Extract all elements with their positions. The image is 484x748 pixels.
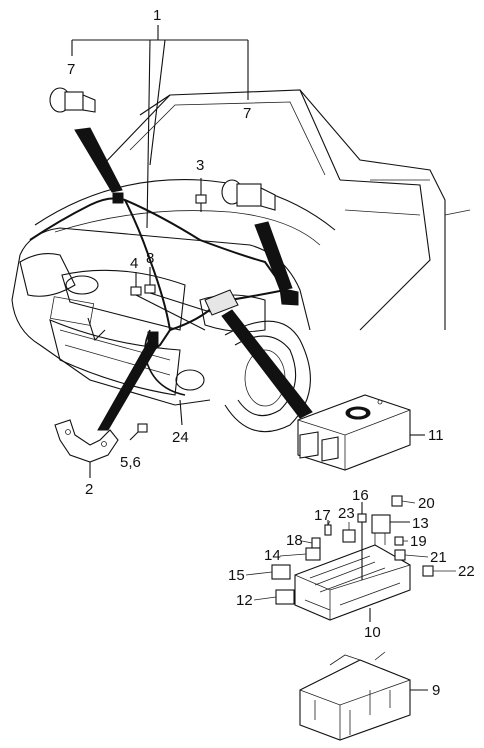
callout-20: 20 <box>418 495 435 512</box>
callout-21: 21 <box>430 549 447 566</box>
callout-16: 16 <box>352 487 369 504</box>
callout-7-right: 7 <box>243 105 251 122</box>
callout-3: 3 <box>196 157 204 174</box>
bolt-3 <box>195 178 207 212</box>
callout-22: 22 <box>458 563 475 580</box>
relay-22 <box>422 565 434 577</box>
relay-23 <box>342 529 356 543</box>
relay-20 <box>391 495 403 507</box>
callout-18: 18 <box>286 532 303 549</box>
callout-7-left: 7 <box>67 61 75 78</box>
bolt-5-6 <box>129 423 148 441</box>
bolt-4 <box>130 272 206 331</box>
relay-15 <box>271 564 291 580</box>
bolt-8 <box>144 267 211 313</box>
bracket-2 <box>54 419 119 478</box>
callout-13: 13 <box>412 515 429 532</box>
callout-17: 17 <box>314 507 331 524</box>
fuse-19 <box>394 536 404 546</box>
callout-2: 2 <box>85 481 93 498</box>
callout-5-6: 5,6 <box>120 454 141 471</box>
callout-11: 11 <box>428 427 444 444</box>
wiring-harness-main <box>29 192 299 396</box>
connector-7-left <box>49 87 123 193</box>
callout-24: 24 <box>172 429 189 446</box>
callout-10: 10 <box>364 624 381 641</box>
callout-4: 4 <box>130 255 138 272</box>
callout-15: 15 <box>228 567 245 584</box>
part-16 <box>357 502 367 580</box>
callout-1: 1 <box>153 7 161 24</box>
fuse-18 <box>311 537 321 549</box>
module-11 <box>297 394 425 471</box>
callout-1-leaders <box>71 25 249 229</box>
callout-9: 9 <box>432 682 440 699</box>
callout-12: 12 <box>236 592 253 609</box>
vehicle-body <box>11 89 471 433</box>
small-part-leaders <box>245 500 456 601</box>
callout-24-leader <box>179 399 183 426</box>
junction-box-10 <box>294 544 411 622</box>
connector-7-right <box>221 179 293 291</box>
callout-23: 23 <box>338 505 355 522</box>
relay-12 <box>275 589 295 605</box>
callout-8: 8 <box>146 250 154 267</box>
relay-13 <box>371 514 410 545</box>
relay-21 <box>394 549 406 561</box>
callout-14: 14 <box>264 547 281 564</box>
lower-cover-9 <box>299 651 428 741</box>
callout-19: 19 <box>410 533 427 550</box>
callout-labels: 1 7 7 3 4 8 24 2 5,6 11 16 20 17 23 13 1… <box>67 7 475 699</box>
relay-14 <box>305 547 321 561</box>
pointer-arrows <box>97 309 313 431</box>
